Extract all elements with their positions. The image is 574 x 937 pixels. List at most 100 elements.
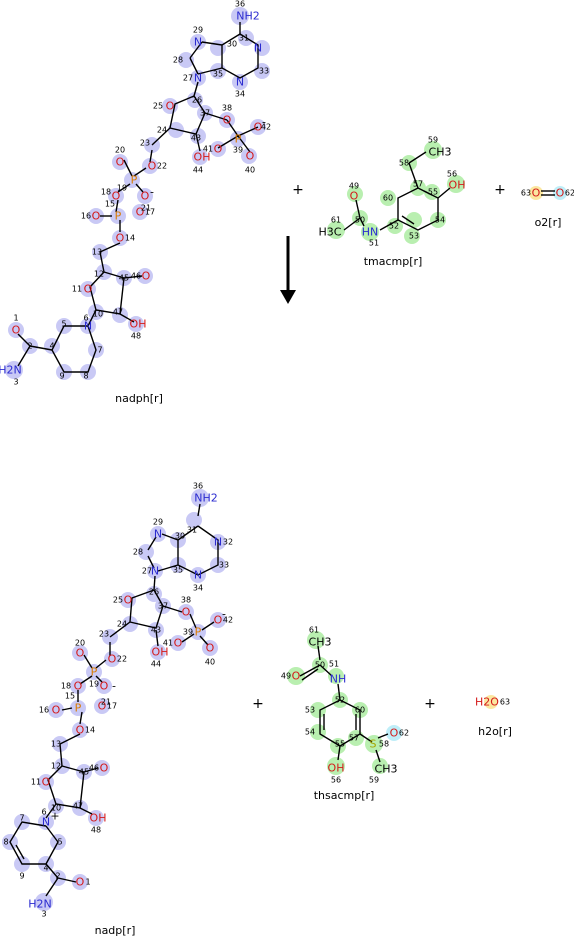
- svg-text:12: 12: [94, 270, 104, 279]
- plus-sign-1: +: [292, 182, 304, 198]
- svg-text:34: 34: [235, 90, 245, 99]
- nadph-atom-p15: P: [115, 210, 122, 223]
- tmacmp-name: tmacmp[r]: [364, 255, 423, 268]
- nadph-atom-o25: O: [166, 100, 175, 113]
- nadph-atom-o17: O: [136, 206, 145, 219]
- nadph-atom-o40: O: [246, 150, 255, 163]
- svg-text:50: 50: [315, 661, 325, 670]
- svg-text:21: 21: [141, 204, 151, 213]
- svg-text:3: 3: [41, 910, 46, 919]
- nadp-atom-o18: O: [74, 680, 83, 693]
- svg-text:31: 31: [239, 34, 249, 43]
- nadph-atom-o42: O: [254, 121, 263, 134]
- nadph-atom-n34: N: [236, 76, 244, 89]
- nadph-name: nadph[r]: [115, 392, 163, 405]
- svg-text:5: 5: [57, 838, 62, 847]
- nadph-structure: NH2 N N N N O O P O O O OH P O O O O P O…: [0, 0, 271, 405]
- svg-text:30: 30: [175, 532, 185, 541]
- nadph-atom-o18: O: [112, 190, 121, 203]
- nadph-atom-nh2-36: NH2: [236, 10, 260, 23]
- tmacmp-atom-hn51: HN: [362, 226, 379, 239]
- svg-text:20: 20: [75, 639, 85, 648]
- svg-text:10: 10: [93, 310, 103, 319]
- svg-text:53: 53: [305, 706, 315, 715]
- svg-text:40: 40: [205, 658, 215, 667]
- nadp-charge-plus: +: [50, 810, 59, 823]
- svg-text:46: 46: [131, 272, 141, 281]
- nadp-atom-o22: O: [108, 653, 117, 666]
- svg-text:41: 41: [163, 639, 173, 648]
- nadph-atom-o20: O: [116, 156, 125, 169]
- tmacmp-atom-h3c61: H3C: [319, 226, 342, 239]
- svg-text:49: 49: [349, 182, 359, 191]
- nadp-atom-o1: O: [76, 876, 85, 889]
- svg-text:57: 57: [413, 180, 423, 189]
- svg-text:35: 35: [213, 70, 223, 79]
- svg-text:58: 58: [379, 740, 389, 749]
- nadph-atom-o16: O: [92, 210, 101, 223]
- nadp-atom-oh48: OH: [90, 812, 107, 825]
- svg-text:51: 51: [369, 239, 379, 248]
- svg-text:19: 19: [89, 680, 99, 689]
- nadp-atom-o17: O: [98, 700, 107, 713]
- svg-text:42: 42: [223, 616, 233, 625]
- svg-text:28: 28: [133, 548, 143, 557]
- svg-text:38: 38: [222, 104, 232, 113]
- svg-text:30: 30: [227, 40, 237, 49]
- thsacmp-atom-ch3-59: CH3: [375, 763, 398, 776]
- svg-text:22: 22: [117, 655, 127, 664]
- nadp-charge-minus: -: [112, 680, 116, 693]
- svg-text:61: 61: [309, 626, 319, 635]
- svg-text:5: 5: [61, 320, 66, 329]
- nadph-atom-o11: O: [84, 283, 93, 296]
- svg-text:21: 21: [101, 698, 111, 707]
- svg-text:58: 58: [399, 159, 409, 168]
- svg-text:6: 6: [83, 314, 88, 323]
- svg-text:41: 41: [203, 145, 213, 154]
- svg-text:33: 33: [219, 561, 229, 570]
- svg-text:13: 13: [92, 248, 102, 257]
- svg-text:62: 62: [565, 189, 574, 198]
- reaction-arrow: [280, 236, 296, 304]
- nadph-atom-h2n: H2N: [0, 364, 22, 377]
- svg-text:4: 4: [43, 864, 48, 873]
- svg-text:7: 7: [19, 814, 24, 823]
- nadp-atom-n29: N: [154, 528, 162, 541]
- nadph-atom-p39: P: [235, 133, 242, 146]
- svg-text:61: 61: [331, 216, 341, 225]
- svg-text:28: 28: [173, 56, 183, 65]
- svg-text:43: 43: [191, 134, 201, 143]
- h2o-atom-h2o: H2O: [475, 696, 499, 709]
- svg-text:31: 31: [187, 526, 197, 535]
- svg-text:43: 43: [151, 626, 161, 635]
- nadph-atom-o38: O: [223, 114, 232, 127]
- nadp-charge-minus-2: -: [222, 608, 226, 621]
- svg-text:6: 6: [41, 808, 46, 817]
- svg-text:42: 42: [261, 123, 271, 132]
- svg-text:56: 56: [447, 170, 457, 179]
- svg-text:56: 56: [331, 776, 341, 785]
- svg-text:23: 23: [99, 630, 109, 639]
- nadp-atom-o16: O: [52, 704, 61, 717]
- plus-sign-4: +: [424, 696, 436, 712]
- svg-text:19: 19: [117, 184, 127, 193]
- svg-text:46: 46: [89, 764, 99, 773]
- svg-text:18: 18: [101, 188, 111, 197]
- svg-text:11: 11: [72, 285, 82, 294]
- svg-text:17: 17: [107, 702, 117, 711]
- svg-text:25: 25: [113, 596, 123, 605]
- svg-text:25: 25: [153, 102, 163, 111]
- svg-text:8: 8: [83, 372, 88, 381]
- svg-text:52: 52: [389, 222, 399, 231]
- svg-text:36: 36: [235, 0, 245, 9]
- o2-structure: O O 63 62 o2[r]: [521, 186, 574, 229]
- nadp-atom-n32: N: [214, 536, 222, 549]
- svg-text:44: 44: [193, 166, 203, 175]
- svg-text:57: 57: [349, 734, 359, 743]
- svg-text:12: 12: [51, 762, 61, 771]
- nadp-atom-n34: N: [194, 569, 202, 582]
- nadph-atom-o14: O: [116, 232, 125, 245]
- nadp-atom-n27: N: [151, 565, 159, 578]
